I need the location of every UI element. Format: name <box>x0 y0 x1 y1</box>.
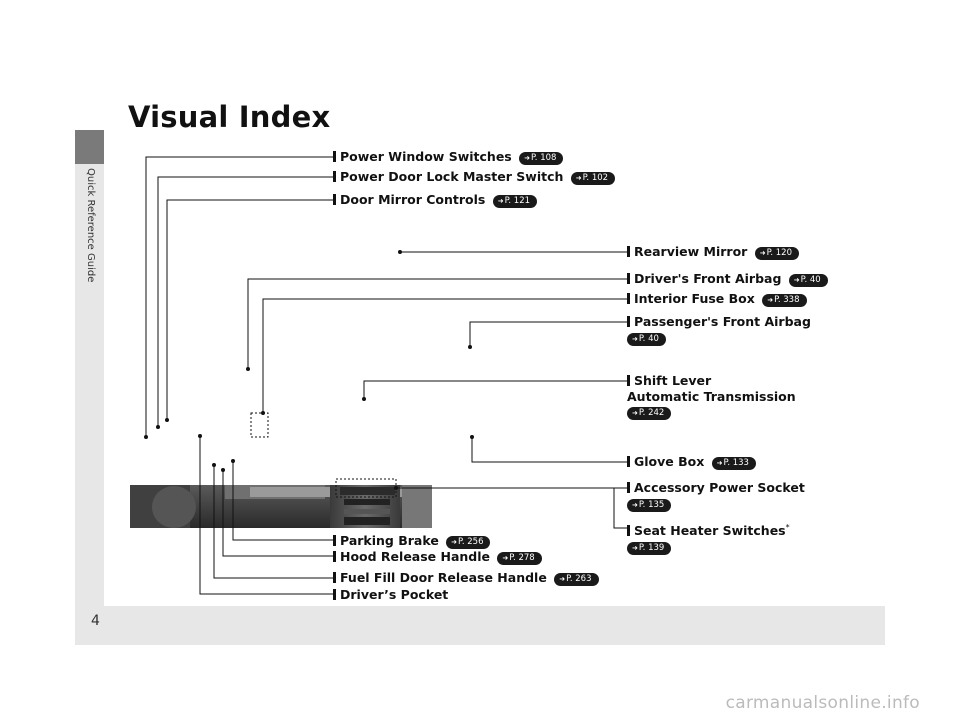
arrow-icon: ➜ <box>559 575 566 583</box>
callout-power-door-lock-switch: Power Door Lock Master Switch ➜P. 102 <box>333 169 616 185</box>
callout-label: Rearview Mirror <box>634 244 748 259</box>
callout-label: Door Mirror Controls <box>340 192 486 207</box>
arrow-icon: ➜ <box>759 249 766 257</box>
callout-parking-brake: Parking Brake ➜P. 256 <box>333 533 491 549</box>
callout-glove-box: Glove Box ➜P. 133 <box>627 454 756 470</box>
page-ref-link[interactable]: ➜P. 278 <box>497 552 542 565</box>
callout-label: Power Door Lock Master Switch <box>340 169 564 184</box>
page-ref-link[interactable]: ➜P. 108 <box>519 152 564 165</box>
callout-door-mirror-controls: Door Mirror Controls ➜P. 121 <box>333 192 538 208</box>
arrow-icon: ➜ <box>632 543 638 552</box>
page-ref-link[interactable]: ➜P. 40 <box>788 274 828 287</box>
callout-sublabel: Automatic Transmission <box>627 388 796 404</box>
arrow-icon: ➜ <box>632 500 638 509</box>
section-tab <box>75 130 104 164</box>
arrow-icon: ➜ <box>632 409 638 417</box>
callout-rearview-mirror: Rearview Mirror ➜P. 120 <box>627 244 799 260</box>
arrow-icon: ➜ <box>767 296 774 304</box>
callout-label: Power Window Switches <box>340 149 512 164</box>
arrow-icon: ➜ <box>451 538 458 546</box>
watermark-text: carmanualsonline.info <box>725 693 920 713</box>
callout-accessory-power-socket: Accessory Power Socket ➜P. 135 <box>627 480 805 512</box>
arrow-icon: ➜ <box>497 197 504 205</box>
page-ref-link[interactable]: ➜P. 121 <box>492 195 538 208</box>
callout-hood-release-handle: Hood Release Handle ➜P. 278 <box>333 549 542 565</box>
callout-label: Parking Brake <box>340 533 439 548</box>
callout-label: Hood Release Handle <box>340 549 491 564</box>
arrow-icon: ➜ <box>716 459 723 467</box>
page-ref-link[interactable]: ➜P. 40 <box>627 332 666 346</box>
page-ref-link[interactable]: ➜P. 263 <box>554 573 599 586</box>
callout-fuel-fill-door-release: Fuel Fill Door Release Handle ➜P. 263 <box>333 570 599 586</box>
page-title: Visual Index <box>128 100 331 134</box>
page-ref-link[interactable]: ➜P. 120 <box>754 247 799 260</box>
callout-label: Shift Lever <box>634 373 712 388</box>
page-ref-link[interactable]: ➜P. 242 <box>627 407 672 420</box>
callout-label: Glove Box <box>634 454 705 469</box>
page-ref-link[interactable]: ➜P. 133 <box>711 457 756 470</box>
callout-label: Driver's Front Airbag <box>634 271 782 286</box>
callout-drivers-pocket: Driver’s Pocket <box>333 587 448 603</box>
page-ref-link[interactable]: ➜P. 139 <box>627 541 672 555</box>
page-ref-link[interactable]: ➜P. 135 <box>627 498 672 512</box>
page-ref-link[interactable]: ➜P. 256 <box>446 536 491 549</box>
callout-label: Driver’s Pocket <box>340 587 449 602</box>
dashboard-photo <box>130 485 432 528</box>
callout-power-window-switches: Power Window Switches ➜P. 108 <box>333 149 564 165</box>
callout-label: Seat Heater Switches <box>634 523 786 539</box>
callout-shift-lever: Shift Lever Automatic Transmission ➜P. 2… <box>627 373 796 420</box>
arrow-icon: ➜ <box>575 174 582 182</box>
page-ref-link[interactable]: ➜P. 338 <box>762 294 807 307</box>
callout-label: Accessory Power Socket <box>634 480 805 495</box>
footnote-asterisk: * <box>785 523 790 532</box>
arrow-icon: ➜ <box>502 554 509 562</box>
callout-label: Fuel Fill Door Release Handle <box>340 570 547 585</box>
callout-passengers-front-airbag: Passenger's Front Airbag ➜P. 40 <box>627 314 811 346</box>
arrow-icon: ➜ <box>524 154 530 162</box>
callout-seat-heater-switches: Seat Heater Switches* ➜P. 139 <box>627 520 790 555</box>
page-ref-link[interactable]: ➜P. 102 <box>570 172 616 185</box>
arrow-icon: ➜ <box>632 334 638 343</box>
arrow-icon: ➜ <box>793 276 800 284</box>
page-number: 4 <box>91 613 100 629</box>
callout-label: Passenger's Front Airbag <box>634 314 811 329</box>
callout-label: Interior Fuse Box <box>634 291 755 306</box>
callout-interior-fuse-box: Interior Fuse Box ➜P. 338 <box>627 291 807 307</box>
callout-drivers-front-airbag: Driver's Front Airbag ➜P. 40 <box>627 271 828 287</box>
